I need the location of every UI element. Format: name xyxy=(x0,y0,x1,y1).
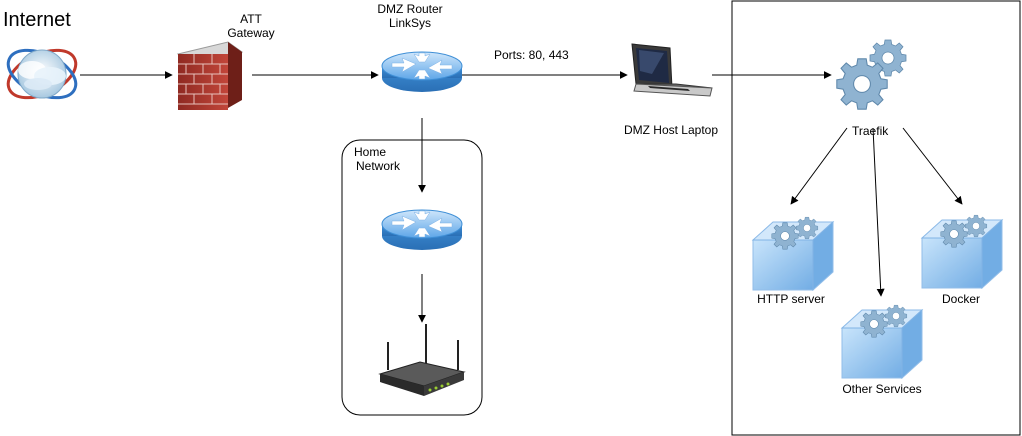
edge-traefik-docker xyxy=(902,127,963,205)
svg-text:ATT: ATT xyxy=(240,12,262,26)
home-network-label: Home Network xyxy=(354,145,401,173)
wireless-router-icon xyxy=(378,324,466,396)
firewall-icon xyxy=(176,41,244,110)
traefik-gears-icon xyxy=(836,39,907,110)
svg-text:DMZ Router: DMZ Router xyxy=(377,2,442,16)
home-router-icon xyxy=(381,209,463,251)
docker-icon xyxy=(922,215,1002,288)
edge-traefik-other xyxy=(872,127,885,297)
docker-label: Docker xyxy=(942,292,980,306)
other-services-icon xyxy=(842,305,922,378)
ports-label: Ports: 80, 443 xyxy=(494,48,569,62)
home-network-container xyxy=(341,139,483,416)
traefik-label: Traefik xyxy=(852,124,889,138)
diagram-title: Internet xyxy=(3,9,71,31)
dmz-host-container xyxy=(731,0,1021,436)
edge-traefik-http xyxy=(790,127,848,205)
svg-text:Home: Home xyxy=(354,145,386,159)
laptop-icon xyxy=(631,43,713,97)
svg-text:Gateway: Gateway xyxy=(227,26,274,40)
other-services-label: Other Services xyxy=(842,382,921,396)
dmz-router-icon xyxy=(381,51,463,93)
dmz-host-label: DMZ Host Laptop xyxy=(624,123,718,137)
gateway-label: ATT Gateway xyxy=(227,12,274,40)
http-server-icon xyxy=(753,217,833,290)
cloud-globe-icon xyxy=(6,48,78,100)
http-server-label: HTTP server xyxy=(757,292,825,306)
svg-text:LinkSys: LinkSys xyxy=(389,16,431,30)
dmz-router-label: DMZ Router LinkSys xyxy=(377,2,442,30)
edges xyxy=(80,71,963,323)
svg-text:Network: Network xyxy=(356,159,401,173)
